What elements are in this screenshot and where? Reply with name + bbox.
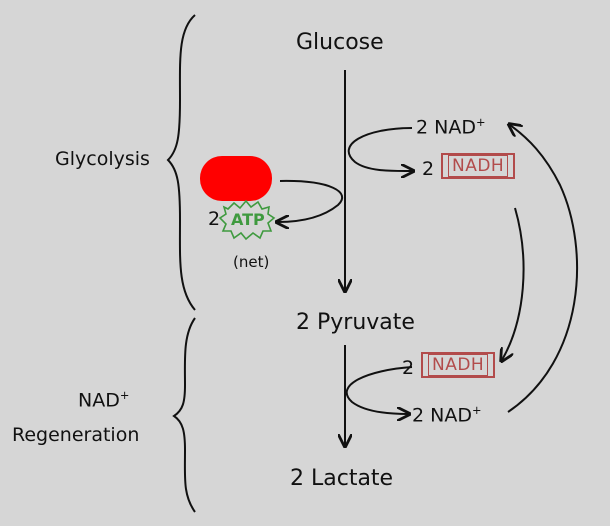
nadh-top-box: NADH (441, 153, 516, 179)
adp-to-atp-curve (278, 179, 344, 222)
atp-count: 2 (208, 208, 221, 230)
glucose-label: Glucose (296, 30, 384, 55)
nad-to-nadh-curve (347, 127, 412, 171)
atp-net-note: (net) (233, 253, 270, 271)
nad-bottom-label: 2 NAD+ (412, 403, 482, 427)
nadh-mid-count: 2 (402, 357, 415, 379)
pyruvate-label: 2 Pyruvate (296, 310, 415, 335)
atp-starburst (218, 199, 276, 241)
regeneration-brace (172, 317, 196, 513)
glycolysis-label: Glycolysis (55, 148, 150, 170)
lactate-label: 2 Lactate (290, 466, 394, 491)
nadh-to-nad-curve (345, 366, 413, 414)
nadh-transfer-arrow (502, 207, 525, 360)
nad-top-label: 2 NAD+ (416, 115, 486, 139)
nadh-top-count: 2 (422, 158, 435, 180)
redaction-block (200, 156, 272, 201)
nadh-mid-box: NADH (421, 352, 496, 378)
nad-regeneration-label-line2: Regeneration (12, 424, 140, 446)
nad-recycle-arrow (508, 125, 579, 413)
glycolysis-brace (166, 14, 196, 311)
nad-regeneration-label-line1: NAD+ (78, 388, 130, 412)
atp-label: ATP (231, 210, 265, 229)
